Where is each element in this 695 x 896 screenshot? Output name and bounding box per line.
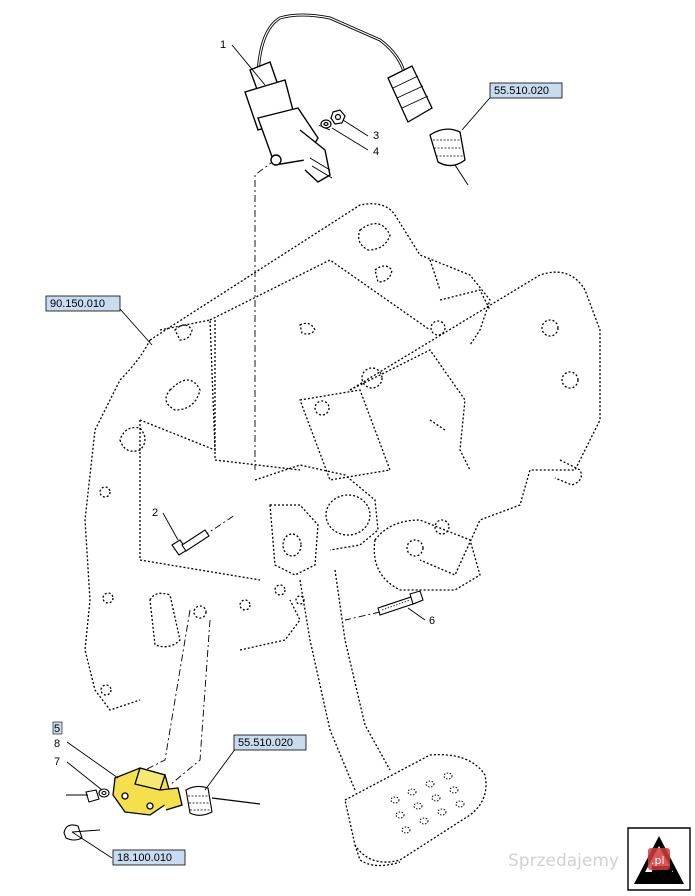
callout-labels: 1 2 3 4 5 6 7 8 bbox=[52, 39, 435, 768]
callout-3: 3 bbox=[373, 130, 379, 142]
callout-4: 4 bbox=[373, 146, 379, 158]
watermark-badge: .pl bbox=[651, 854, 665, 867]
pedal-bracket bbox=[84, 203, 491, 711]
callout-5: 5 bbox=[54, 723, 60, 735]
right-bracket bbox=[349, 271, 601, 591]
pivot-assembly bbox=[149, 464, 379, 651]
screw-part-7 bbox=[85, 789, 100, 803]
sensor-switch-part-1 bbox=[244, 13, 407, 183]
cable-connector bbox=[387, 65, 469, 186]
reference-label: 55.510.020 bbox=[494, 85, 549, 97]
reference-box-90150010[interactable]: 90.150.010 bbox=[45, 295, 121, 312]
reference-label: 90.150.010 bbox=[50, 298, 105, 310]
screw-part-2 bbox=[171, 529, 210, 556]
callout-2: 2 bbox=[152, 507, 158, 519]
clutch-pedal bbox=[299, 569, 487, 867]
explode-lines bbox=[134, 124, 381, 786]
reference-box-55510020-top[interactable]: 55.510.020 bbox=[489, 82, 563, 99]
reference-box-55510020-bottom[interactable]: 55.510.020 bbox=[233, 734, 307, 751]
reference-label: 18.100.010 bbox=[117, 852, 172, 864]
pedal-pad-holes bbox=[390, 772, 465, 834]
callout-8: 8 bbox=[54, 738, 60, 750]
washer-part-4 bbox=[320, 119, 332, 129]
callout-5-highlight bbox=[52, 721, 63, 735]
watermark-text: Sprzedajemy bbox=[508, 851, 619, 871]
leader-lines bbox=[66, 44, 496, 859]
washer-part-8 bbox=[98, 788, 110, 798]
callout-7: 7 bbox=[54, 756, 60, 768]
mating-connector bbox=[185, 785, 261, 816]
callout-1: 1 bbox=[220, 39, 226, 51]
bolt-part-6 bbox=[377, 590, 424, 616]
nut-part-3 bbox=[330, 109, 346, 125]
reference-box-18100010[interactable]: 18.100.010 bbox=[112, 849, 186, 866]
reference-label: 55.510.020 bbox=[238, 737, 293, 749]
pedal-sensor-part-5 bbox=[112, 767, 183, 816]
watermark: Sprzedajemy .pl bbox=[508, 848, 670, 871]
callout-6: 6 bbox=[429, 615, 435, 627]
